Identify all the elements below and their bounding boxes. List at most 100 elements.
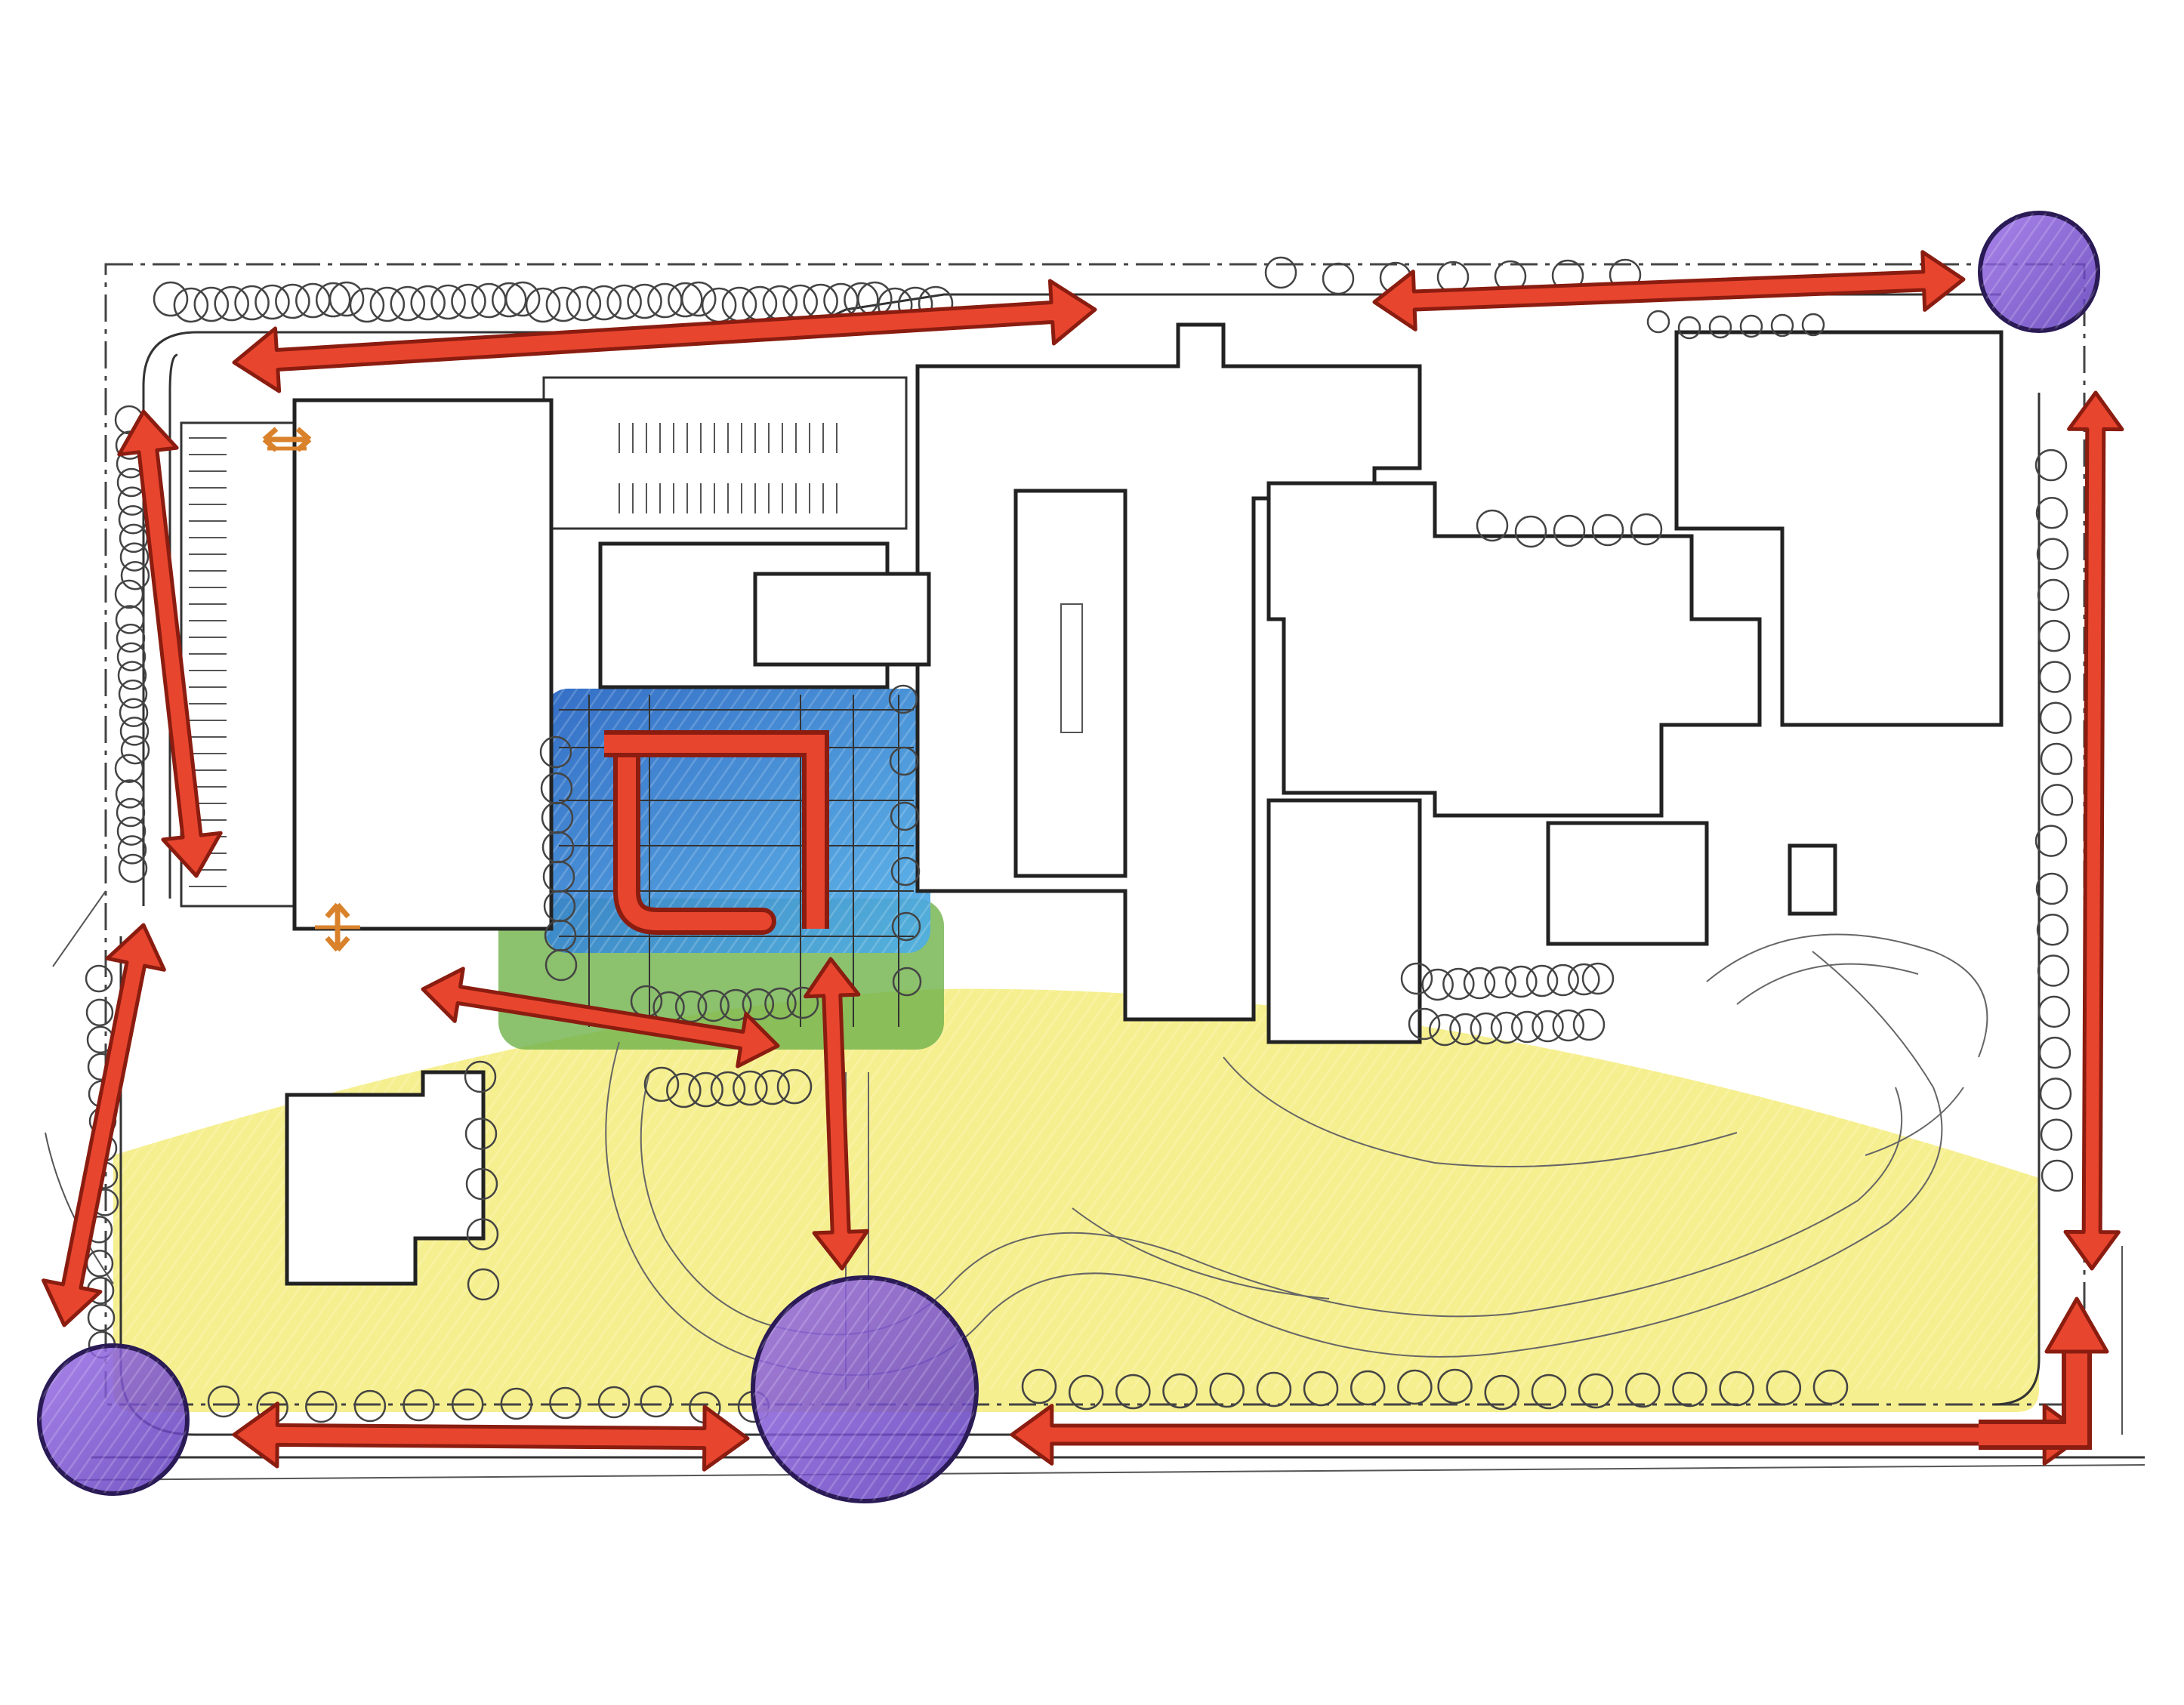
tree-icon (1766, 1370, 1802, 1406)
tree-icon (2041, 784, 2074, 816)
tree-icon (1531, 1374, 1567, 1410)
tree-icon (1490, 1011, 1523, 1044)
tree-icon (116, 816, 147, 846)
tree-icon (119, 698, 149, 728)
tree-icon (2038, 661, 2071, 693)
south-east-annex (1266, 798, 1422, 1044)
tree-icon (733, 1070, 768, 1106)
tree-icon (1572, 1008, 1606, 1041)
tree-icon (1505, 965, 1538, 998)
tree-icon (1812, 1369, 1849, 1405)
utility-kiosk (1788, 843, 1837, 916)
tree-icon (1739, 314, 1763, 338)
property-boundary (104, 263, 2086, 1406)
tree-icon (2034, 449, 2068, 482)
tree-icon (1209, 1372, 1245, 1408)
east-pavilion (1546, 821, 1709, 946)
tree-icon (2036, 538, 2069, 570)
tree-icon (721, 286, 757, 322)
tree-icon (116, 797, 146, 828)
tree-icon (471, 282, 507, 319)
tree-icon (116, 623, 146, 653)
tree-icon (539, 735, 572, 769)
double-headed-arrow-icon (1010, 1404, 2087, 1466)
tree-icon (1421, 968, 1454, 1001)
tree-icon (1449, 1013, 1482, 1046)
tree-icon (305, 1390, 338, 1423)
double-headed-arrow-icon (421, 967, 780, 1068)
tree-icon (504, 281, 541, 317)
tree-icon (2037, 619, 2071, 652)
orange-double-arrow-icon (315, 902, 360, 952)
tree-icon (464, 1118, 498, 1150)
north-parking-lot (542, 376, 908, 530)
tree-icon (1568, 963, 1600, 996)
tree-icon (1677, 316, 1701, 340)
tree-icon (1511, 1010, 1544, 1044)
tree-icon (118, 679, 148, 709)
courtyard-service-building (753, 572, 931, 667)
tree-icon (117, 835, 147, 865)
tree-icon (586, 285, 622, 321)
tree-icon (1429, 1013, 1461, 1047)
trees (85, 256, 2074, 1424)
tree-icon (544, 948, 578, 982)
tree-icon (525, 287, 561, 323)
tree-icon (668, 282, 703, 318)
double-headed-arrow-icon (804, 957, 869, 1271)
tree-icon (786, 986, 819, 1019)
tree-icon (643, 1066, 680, 1102)
tree-icon (549, 1386, 581, 1420)
double-headed-arrow-icon (232, 279, 1097, 393)
double-headed-arrow-icon (117, 409, 223, 878)
tree-icon (2035, 872, 2068, 905)
tree-icon (762, 285, 798, 321)
tree-icon (1770, 313, 1794, 338)
tree-icon (701, 287, 737, 323)
double-headed-arrow-icon (232, 1401, 750, 1472)
double-headed-arrow-icon (1372, 250, 1966, 331)
tree-icon (2040, 742, 2073, 775)
tree-icon (430, 284, 466, 320)
east-wing (1266, 481, 1762, 818)
tree-icon (87, 1303, 116, 1332)
tree-icon (2038, 1036, 2071, 1069)
tree-icon (451, 283, 486, 319)
node-circles (37, 211, 2100, 1503)
tree-icon (742, 988, 775, 1021)
tree-icon (1581, 962, 1615, 995)
tree-icon (2037, 954, 2070, 987)
tree-icon (1350, 1370, 1386, 1406)
tree-icon (890, 801, 920, 831)
tree-icon (2039, 1078, 2072, 1110)
tree-icon (1532, 1010, 1564, 1043)
tree-icon (1708, 315, 1732, 339)
tree-icon (2036, 913, 2069, 946)
tree-icon (545, 286, 581, 322)
tree-icon (697, 989, 730, 1022)
tree-icon (1672, 1371, 1707, 1407)
tree-icon (329, 281, 365, 317)
tree-icon (275, 283, 310, 319)
tree-icon (120, 735, 150, 765)
tree-icon (119, 717, 150, 746)
tree-icon (720, 988, 752, 1022)
tree-icon (1303, 1370, 1339, 1407)
double-headed-arrow-icon (42, 923, 166, 1327)
tree-icon (1484, 1374, 1520, 1411)
tree-icon (1400, 962, 1433, 995)
tree-icon (1646, 310, 1670, 334)
tree-icon (349, 287, 385, 323)
tree-icon (173, 287, 209, 323)
tree-icon (115, 779, 145, 809)
tree-icon (597, 1386, 631, 1419)
tree-icon (1264, 256, 1297, 289)
tree-icon (153, 281, 189, 317)
tree-icon (410, 285, 446, 321)
tree-icon (119, 542, 150, 572)
tree-icon (120, 560, 150, 590)
tree-icon (117, 661, 147, 690)
tree-icon (776, 1068, 813, 1105)
tree-icon (803, 283, 838, 319)
entry-markers (262, 427, 360, 952)
